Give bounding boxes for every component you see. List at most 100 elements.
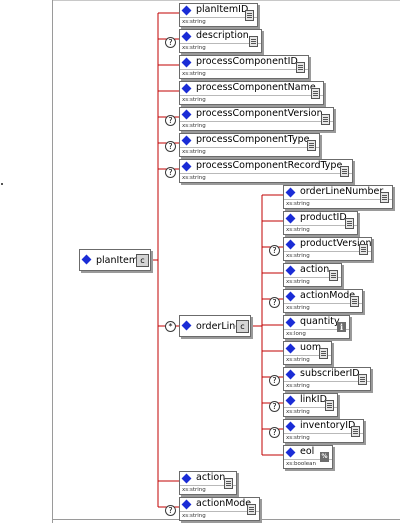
documentation-icon[interactable]	[321, 114, 330, 125]
optional-icon: ?	[269, 375, 280, 386]
element-quantity[interactable]: quantity xs:long i	[283, 315, 350, 339]
node-separator	[284, 329, 349, 330]
element-diamond-icon	[285, 239, 296, 250]
element-action[interactable]: action xs:string	[179, 471, 237, 495]
boolean-icon[interactable]: %	[320, 452, 329, 462]
element-diamond-icon	[285, 317, 296, 328]
documentation-icon[interactable]	[245, 10, 254, 21]
element-name: productID	[300, 212, 347, 223]
element-type: xs:long	[286, 331, 306, 337]
repeat-icon: *	[165, 321, 176, 332]
element-name: orderLineNumber	[300, 186, 384, 197]
documentation-icon[interactable]	[296, 62, 305, 73]
root-element-planItem[interactable]: planItem c	[79, 249, 151, 271]
documentation-icon[interactable]	[359, 244, 368, 255]
element-diamond-icon	[285, 395, 296, 406]
documentation-icon[interactable]	[307, 140, 316, 151]
element-planItemID[interactable]: planItemID xs:string	[179, 3, 258, 27]
element-productID[interactable]: productID xs:string	[283, 211, 358, 235]
element-diamond-icon	[285, 343, 296, 354]
info-icon[interactable]: i	[337, 322, 346, 332]
element-name: planItem	[96, 255, 139, 266]
element-diamond-icon	[181, 83, 192, 94]
element-name: quantity	[300, 316, 340, 327]
element-diamond-icon	[285, 447, 296, 458]
element-processComponentID[interactable]: processComponentID xs:string	[179, 55, 309, 79]
documentation-icon[interactable]	[350, 296, 359, 307]
diagram-frame-top	[52, 0, 400, 1]
documentation-icon[interactable]	[319, 348, 328, 359]
node-separator	[180, 17, 257, 18]
documentation-icon[interactable]	[329, 270, 338, 281]
documentation-icon[interactable]	[358, 374, 367, 385]
element-name: planItemID	[196, 4, 249, 15]
node-separator	[180, 511, 259, 512]
sequence-compositor-icon[interactable]: c	[136, 254, 149, 267]
element-name: actionMode	[196, 498, 252, 509]
element-name: processComponentID	[196, 56, 298, 67]
element-diamond-icon	[285, 369, 296, 380]
element-type: xs:string	[182, 45, 206, 51]
documentation-icon[interactable]	[340, 166, 349, 177]
element-type: xs:string	[182, 71, 206, 77]
element-diamond-icon	[181, 135, 192, 146]
element-name: uom	[300, 342, 322, 353]
element-diamond-icon	[181, 5, 192, 16]
sequence-compositor-icon[interactable]: c	[236, 320, 249, 333]
element-type: xs:string	[286, 383, 310, 389]
element-diamond-icon	[285, 291, 296, 302]
element-name: processComponentName	[196, 82, 316, 93]
element-type: xs:string	[182, 123, 206, 129]
documentation-icon[interactable]	[325, 400, 334, 411]
element-diamond-icon	[181, 57, 192, 68]
element-type: xs:string	[182, 175, 206, 181]
node-separator	[284, 407, 337, 408]
documentation-icon[interactable]	[247, 504, 256, 515]
element-diamond-icon	[181, 499, 192, 510]
documentation-icon[interactable]	[224, 478, 233, 489]
element-name: action	[196, 472, 226, 483]
element-diamond-icon	[285, 187, 296, 198]
element-diamond-icon	[285, 265, 296, 276]
element-type: xs:string	[286, 253, 310, 259]
element-type: xs:string	[286, 227, 310, 233]
optional-icon: ?	[269, 401, 280, 412]
documentation-icon[interactable]	[311, 88, 320, 99]
node-separator	[284, 199, 392, 200]
node-separator	[180, 69, 308, 70]
element-type: xs:string	[182, 19, 206, 25]
node-separator	[284, 277, 341, 278]
optional-icon: ?	[165, 115, 176, 126]
documentation-icon[interactable]	[380, 192, 389, 203]
documentation-icon[interactable]	[345, 218, 354, 229]
optional-icon: ?	[269, 427, 280, 438]
node-separator	[180, 485, 236, 486]
element-diamond-icon	[181, 161, 192, 172]
node-separator	[180, 121, 333, 122]
element-name: action	[300, 264, 330, 275]
element-type: xs:string	[182, 487, 206, 493]
documentation-icon[interactable]	[351, 426, 360, 437]
optional-icon: ?	[165, 167, 176, 178]
node-separator	[180, 43, 261, 44]
node-separator	[284, 225, 357, 226]
documentation-icon[interactable]	[249, 36, 258, 47]
element-productVersion[interactable]: productVersion xs:string	[283, 237, 372, 261]
optional-icon: ?	[269, 245, 280, 256]
element-name: productVersion	[300, 238, 372, 249]
